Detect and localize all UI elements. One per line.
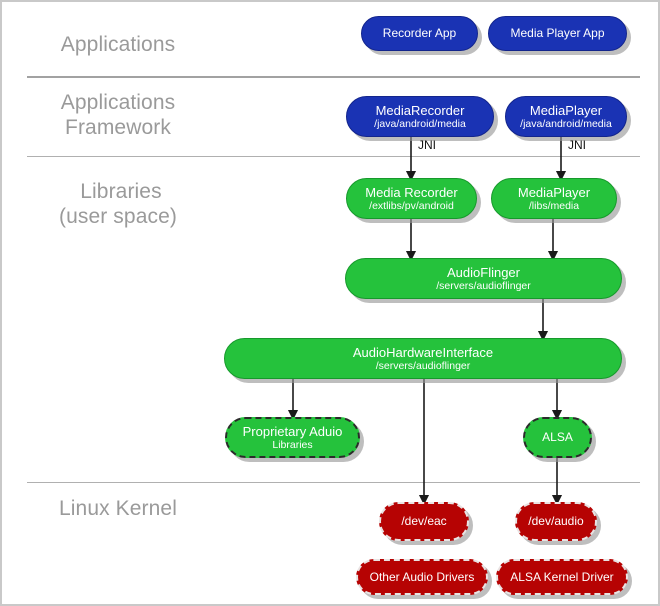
node-subtitle: /java/android/media xyxy=(374,118,466,130)
node-mediarecorder-framework[interactable]: MediaRecorder/java/android/media xyxy=(346,96,494,137)
node-other-audio-drivers[interactable]: Other Audio Drivers xyxy=(356,559,488,595)
node-title: Media Recorder xyxy=(365,185,458,200)
node-title: ALSA Kernel Driver xyxy=(510,569,614,584)
node-title: AudioHardwareInterface xyxy=(352,345,494,360)
node-dev-eac[interactable]: /dev/eac xyxy=(379,502,469,541)
sep-applications xyxy=(27,76,640,78)
node-subtitle: Libraries xyxy=(272,439,313,451)
node-subtitle: /libs/media xyxy=(528,200,580,212)
node-title: MediaPlayer xyxy=(517,185,591,200)
node-title: MediaPlayer xyxy=(529,103,603,118)
node-title: ALSA xyxy=(542,430,573,444)
sep-framework xyxy=(27,156,640,157)
node-recorder-app[interactable]: Recorder App xyxy=(361,16,478,51)
node-mediaplayer-framework[interactable]: MediaPlayer/java/android/media xyxy=(505,96,627,137)
node-media-player-app[interactable]: Media Player App xyxy=(488,16,627,51)
edge-label-jni-player: JNI xyxy=(568,138,586,152)
node-title: /dev/eac xyxy=(401,514,447,528)
node-subtitle: /servers/audioflinger xyxy=(375,360,471,372)
layer-label-libraries: Libraries (user space) xyxy=(59,180,177,228)
node-audiohardwareinterface[interactable]: AudioHardwareInterface/servers/audioflin… xyxy=(224,338,622,379)
edge-label-jni-recorder: JNI xyxy=(418,138,436,152)
node-media-recorder-lib[interactable]: Media Recorder/extlibs/pv/android xyxy=(346,178,477,219)
node-subtitle: /servers/audioflinger xyxy=(436,280,531,292)
node-subtitle: /extlibs/pv/android xyxy=(369,200,454,212)
node-alsa-kernel-driver[interactable]: ALSA Kernel Driver xyxy=(496,559,628,595)
node-dev-audio[interactable]: /dev/audio xyxy=(515,502,597,541)
layer-label-linux-kernel: Linux Kernel xyxy=(59,497,177,520)
node-title: Other Audio Drivers xyxy=(369,569,475,584)
node-subtitle: /java/android/media xyxy=(520,118,612,130)
node-title: MediaRecorder xyxy=(375,103,465,118)
node-alsa[interactable]: ALSA xyxy=(523,417,592,458)
layer-label-applications: Applications xyxy=(60,33,176,56)
node-title: Recorder App xyxy=(382,26,457,40)
node-mediaplayer-lib[interactable]: MediaPlayer/libs/media xyxy=(491,178,617,219)
node-title: Media Player App xyxy=(510,26,605,40)
layer-label-applications-framework: Applications Framework xyxy=(60,91,176,139)
node-title: AudioFlinger xyxy=(447,265,520,280)
node-title: Proprietary Aduio xyxy=(242,424,343,439)
sep-kernel xyxy=(27,482,640,483)
node-audioflinger[interactable]: AudioFlinger/servers/audioflinger xyxy=(345,258,622,299)
node-title: /dev/audio xyxy=(528,514,584,528)
